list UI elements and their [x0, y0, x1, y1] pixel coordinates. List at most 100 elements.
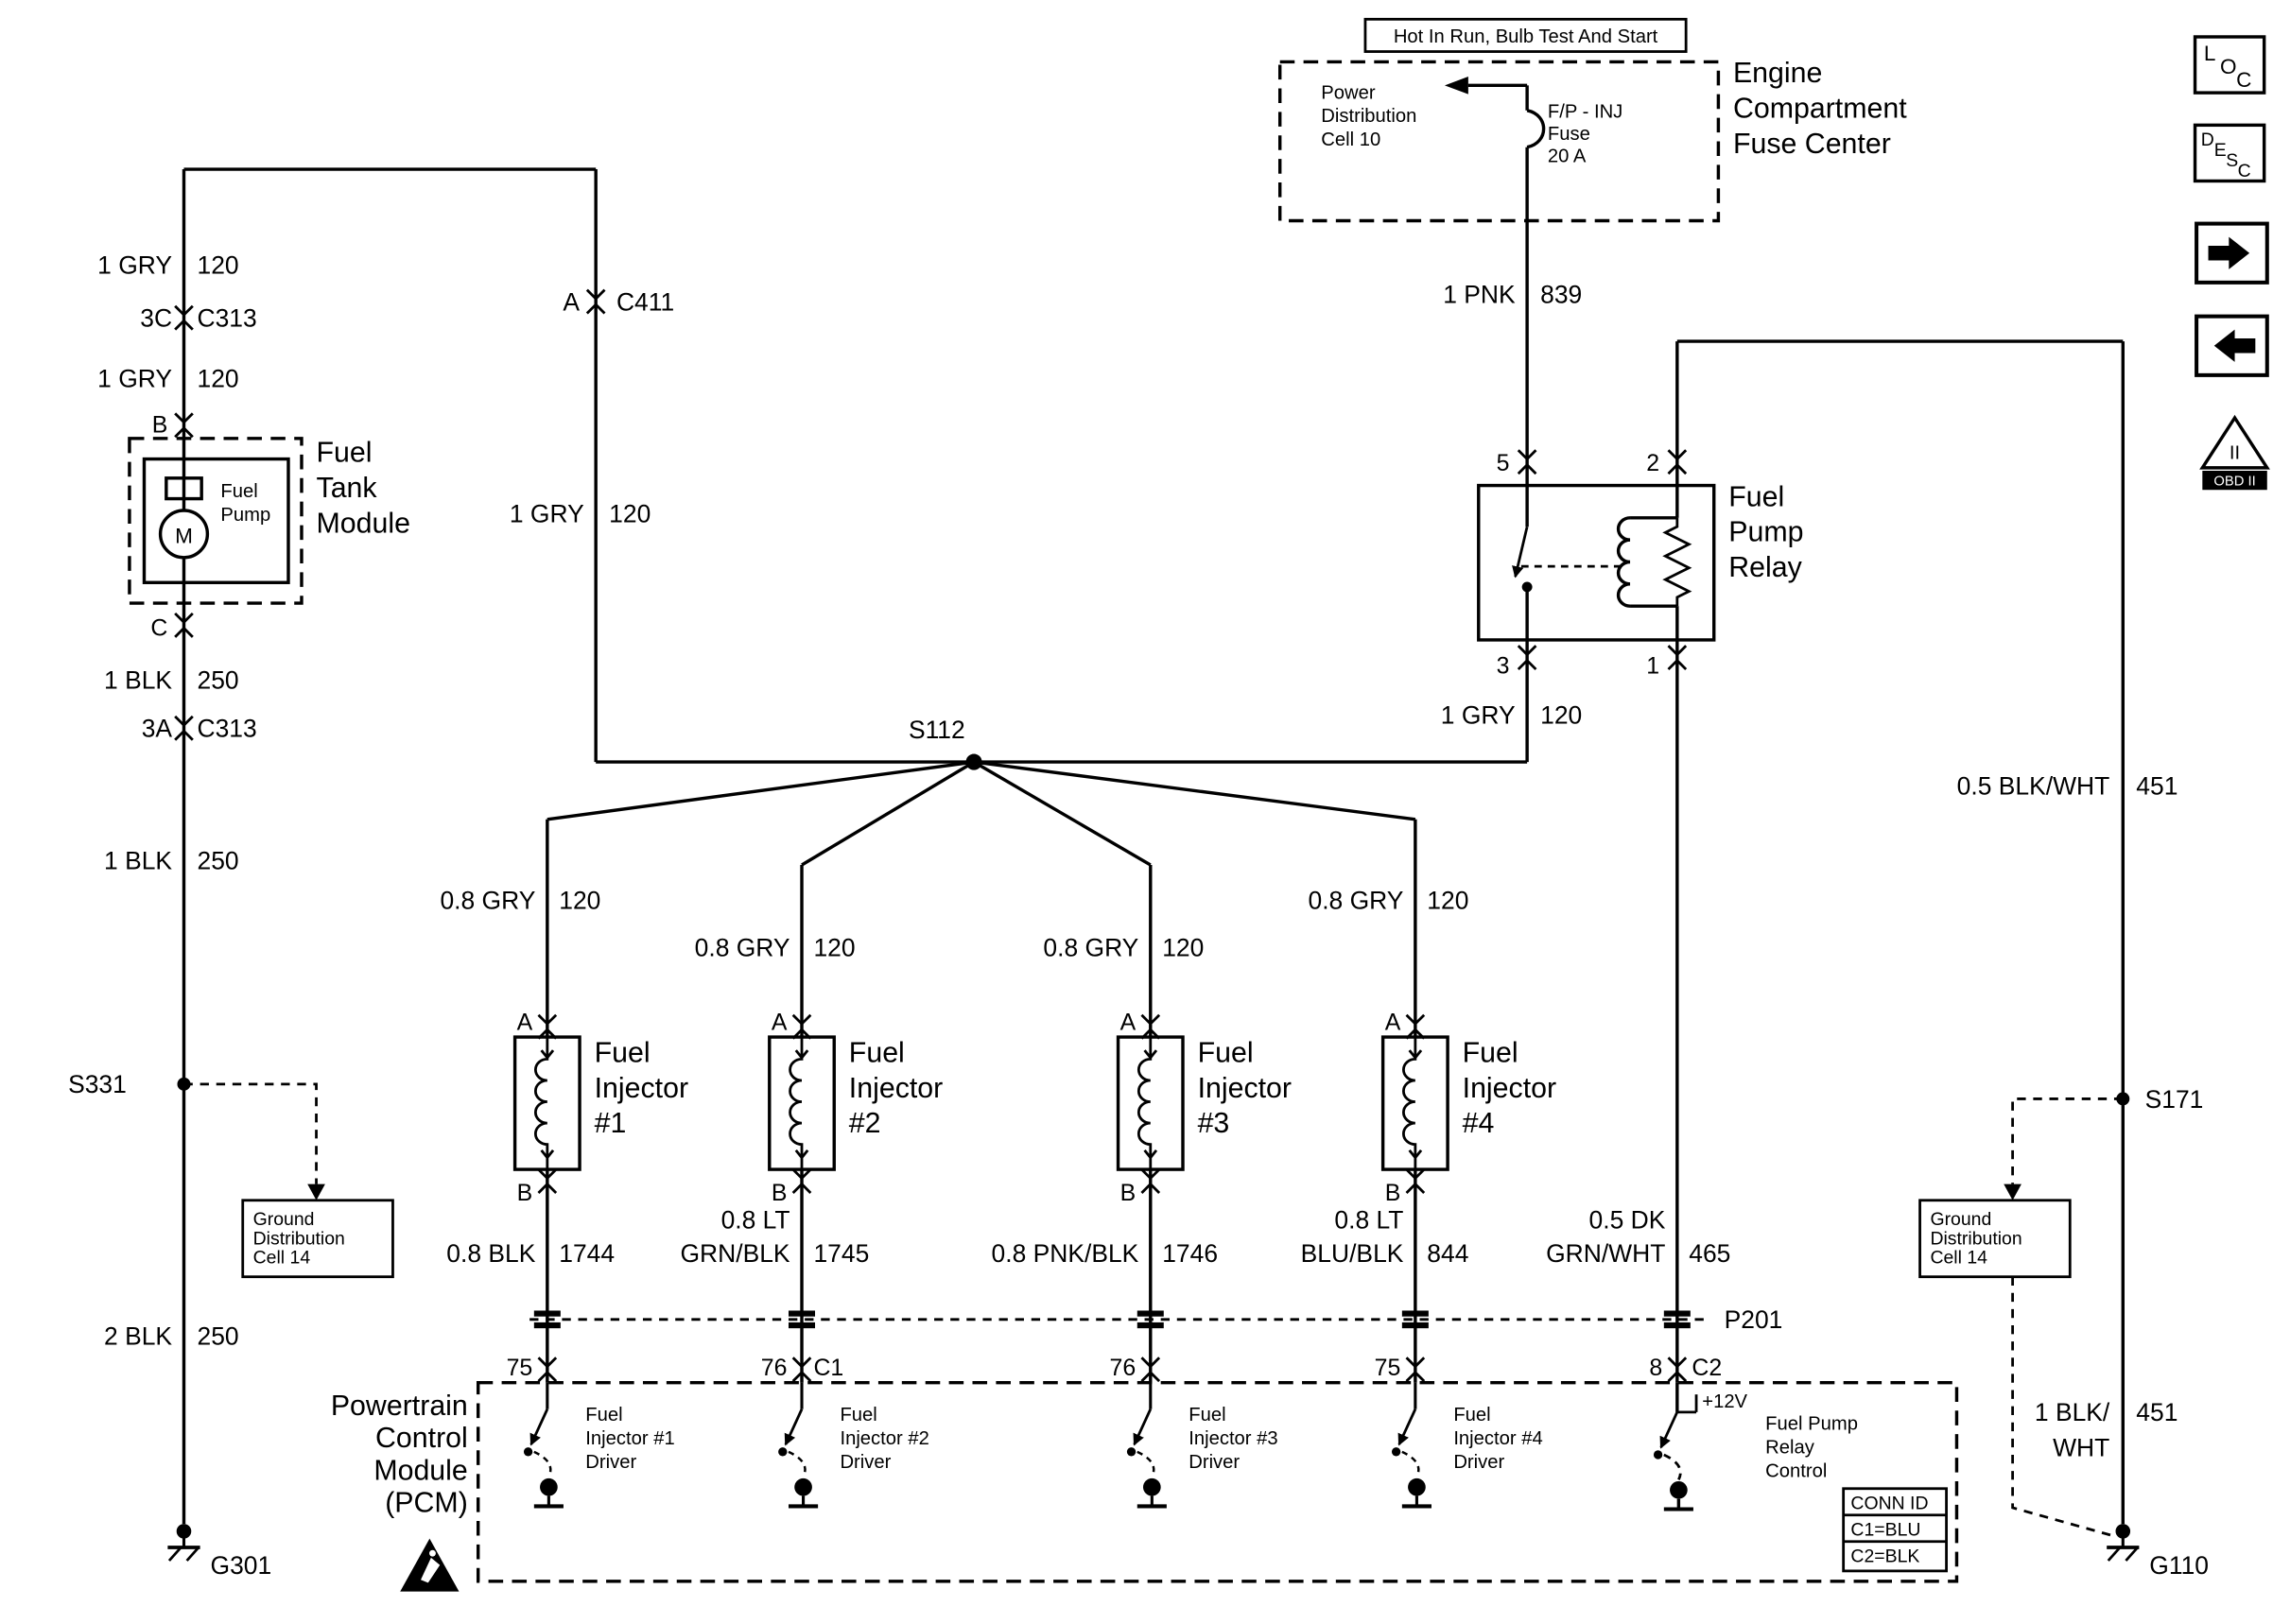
injector-pin-b: B [772, 1180, 788, 1206]
wire-circuit-number: 120 [198, 251, 239, 280]
wire-circuit-number: 120 [1427, 887, 1468, 915]
conn-id-table: CONN ID C1=BLU C2=BLK [1842, 1487, 1948, 1573]
dashed-reference-lines [183, 1082, 2124, 1537]
fuse-label: F/P - INJ [1548, 102, 1622, 123]
desc-letter: C [2238, 161, 2251, 181]
obd-ii-label: OBD II [2213, 475, 2255, 490]
injector-coil-arrows [1408, 1049, 1423, 1160]
relay-control-label: Control [1765, 1460, 1827, 1481]
injector-title: Fuel [849, 1038, 905, 1069]
fuel-injector-4: 0.8 GRY 120 A Fuel Injector #4 B 0.8 LT … [1301, 887, 1556, 1268]
connector-pin-label: A [563, 287, 580, 316]
wire-label: 1 BLK [104, 665, 172, 694]
wire-circuit-number: 250 [198, 847, 239, 875]
left-wire-labels: 1 GRY 120 3C C313 1 GRY 120 B C 1 BLK 25… [97, 251, 257, 1351]
driver-label: Injector #3 [1189, 1428, 1277, 1449]
wire-label: 0.8 LT [1334, 1205, 1403, 1234]
s171-splice: S171 [2116, 1085, 2203, 1114]
obd-ii-numerals: II [2230, 443, 2240, 464]
driver-label: Injector #2 [840, 1428, 928, 1449]
fuse-center-title: Fuse Center [1733, 129, 1891, 160]
banner-text: Hot In Run, Bulb Test And Start [1394, 26, 1658, 47]
driver-label: Fuel [1189, 1405, 1225, 1425]
s331-splice: S331 [68, 1070, 191, 1098]
injector-title: #3 [1198, 1108, 1230, 1139]
tank-module-title: Fuel [317, 438, 373, 469]
fuse-label: 20 A [1548, 146, 1587, 166]
wire-label: 1 GRY [510, 499, 584, 527]
wire-label: 0.5 DK [1589, 1205, 1666, 1234]
wire-circuit-number: 120 [198, 364, 239, 392]
wire-circuit-number: 120 [609, 499, 651, 527]
injector-coil-arrows [540, 1049, 555, 1160]
ground-box-label: Distribution [253, 1228, 345, 1249]
desc-letter: D [2201, 130, 2214, 150]
wire-circuit-number: 451 [2136, 1398, 2178, 1426]
blk-wht-451-lower-label: 1 BLK/ WHT 451 [2035, 1398, 2178, 1461]
wire-label: 2 BLK [104, 1322, 172, 1350]
driver-label: Fuel [840, 1405, 876, 1425]
power-distribution-label: Cell 10 [1321, 130, 1380, 150]
power-distribution-label: Power [1321, 82, 1376, 103]
pcm-title: (PCM) [385, 1488, 468, 1519]
ground-box-label: Cell 14 [1930, 1248, 1987, 1269]
wire-label: GRN/BLK [680, 1239, 789, 1268]
relay-resistor [1662, 517, 1692, 607]
desc-letter: E [2214, 140, 2227, 161]
wire-circuit-number: 1745 [813, 1239, 869, 1268]
fuel-injector-3: 0.8 GRY 120 A Fuel Injector #3 B 0.8 PNK… [992, 933, 1292, 1268]
pnk-839-wire-label: 1 PNK 839 [1443, 281, 1582, 309]
driver-label: Driver [1189, 1452, 1240, 1473]
connector-id-label: P201 [1725, 1305, 1783, 1334]
injector-pin-a: A [517, 1009, 533, 1035]
wire-label: 1 BLK [104, 847, 172, 875]
wire-label: 1 GRY [1441, 701, 1516, 730]
conn-id-row: C2=BLK [1850, 1546, 1919, 1567]
ground-box-label: Ground [1930, 1209, 1991, 1230]
relay-control-label: Fuel Pump [1765, 1414, 1858, 1435]
desc-button[interactable]: D E S C [2193, 123, 2266, 183]
previous-page-button[interactable] [2195, 314, 2269, 377]
tank-module-title: Tank [317, 473, 378, 504]
injector-coil [1136, 1037, 1153, 1170]
nav-icons: L O C D E S C II OBD II [2193, 35, 2270, 491]
fuse-symbol [1526, 109, 1546, 149]
splice-label: S112 [909, 716, 965, 744]
wire-label: 0.5 BLK/WHT [1957, 771, 2110, 800]
injector-title: Fuel [1198, 1038, 1254, 1069]
fuel-injector-2: 0.8 GRY 120 A Fuel Injector #2 B 0.8 LT … [680, 933, 943, 1268]
wire-label: 1 GRY [97, 364, 172, 392]
relay-pin-5: 5 [1497, 450, 1510, 476]
injector-pin-b: B [517, 1180, 533, 1206]
connector-id-label: C313 [198, 304, 257, 333]
pcm-connector-label: C2 [1692, 1355, 1722, 1381]
splice-label: S171 [2145, 1085, 2204, 1114]
wire-label: 0.8 GRY [440, 887, 535, 915]
relay-coil [1616, 516, 1631, 608]
injector-title: #2 [849, 1108, 881, 1139]
g301-ground: G301 [165, 1522, 271, 1580]
fuel-pump-motor [158, 509, 210, 560]
tank-module-title: Module [317, 508, 410, 539]
splice-label: S331 [68, 1070, 127, 1098]
connector-id-label: C313 [198, 715, 257, 743]
wire-label: 1 GRY [97, 251, 172, 280]
fuel-injector-1: 0.8 GRY 120 A Fuel Injector #1 B 0.8 BLK… [440, 887, 688, 1268]
wire-circuit-number: 250 [198, 1322, 239, 1350]
obd-ii-button[interactable]: II OBD II [2199, 414, 2270, 491]
wire-circuit-number: 465 [1689, 1239, 1730, 1268]
pcm-title: Module [373, 1455, 467, 1486]
fuel-tank-module: M Fuel Pump Fuel Tank Module [128, 437, 410, 605]
driver-label: Fuel [585, 1405, 622, 1425]
loc-letter: C [2236, 68, 2251, 92]
loc-button[interactable]: L O C [2193, 35, 2266, 95]
esd-warning-icon [400, 1538, 460, 1592]
injector-coil [789, 1037, 804, 1170]
fuel-pump-relay: 5 2 3 1 Fuel Pump Relay [1477, 448, 1804, 680]
wire-label: WHT [2053, 1434, 2109, 1462]
next-page-button[interactable] [2195, 221, 2269, 285]
wire-circuit-number: 1744 [559, 1239, 615, 1268]
wire-circuit-number: 120 [1162, 933, 1204, 961]
wire-label: 0.8 LT [721, 1205, 790, 1234]
connector-pin-label: 3A [142, 715, 173, 743]
